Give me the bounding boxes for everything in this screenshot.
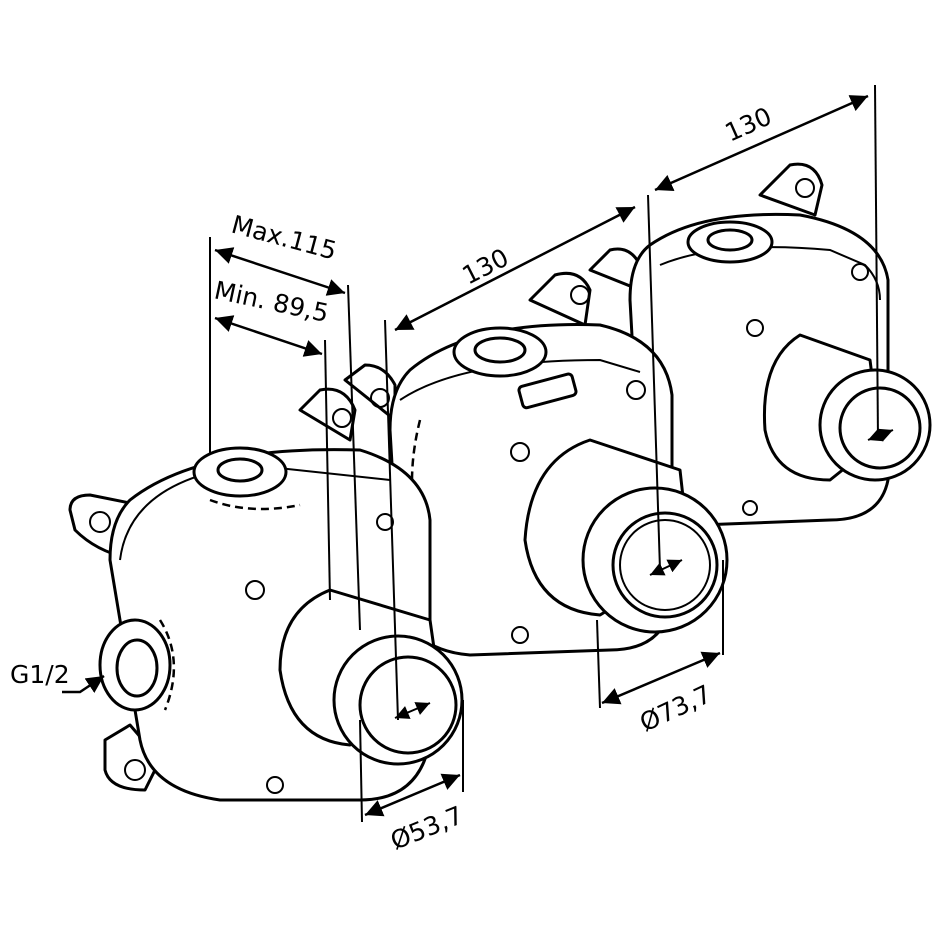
thread-label: G1/2 (10, 660, 70, 689)
large-diameter-dimension (601, 651, 721, 705)
spacing-dimension-2 (654, 94, 869, 192)
large-diameter-label: Ø73,7 (635, 679, 716, 737)
right-valve-body (588, 162, 932, 527)
max-depth-dimension (214, 247, 346, 296)
spacing-dimension-1 (394, 205, 636, 332)
small-diameter-label: Ø53,7 (386, 800, 467, 855)
min-depth-dimension (214, 315, 323, 357)
max-depth-label: Max.115 (228, 210, 339, 266)
small-diameter-dimension (364, 773, 461, 817)
extension-lines (209, 84, 879, 823)
thread-leader (62, 674, 105, 694)
left-valve-body (68, 387, 464, 802)
